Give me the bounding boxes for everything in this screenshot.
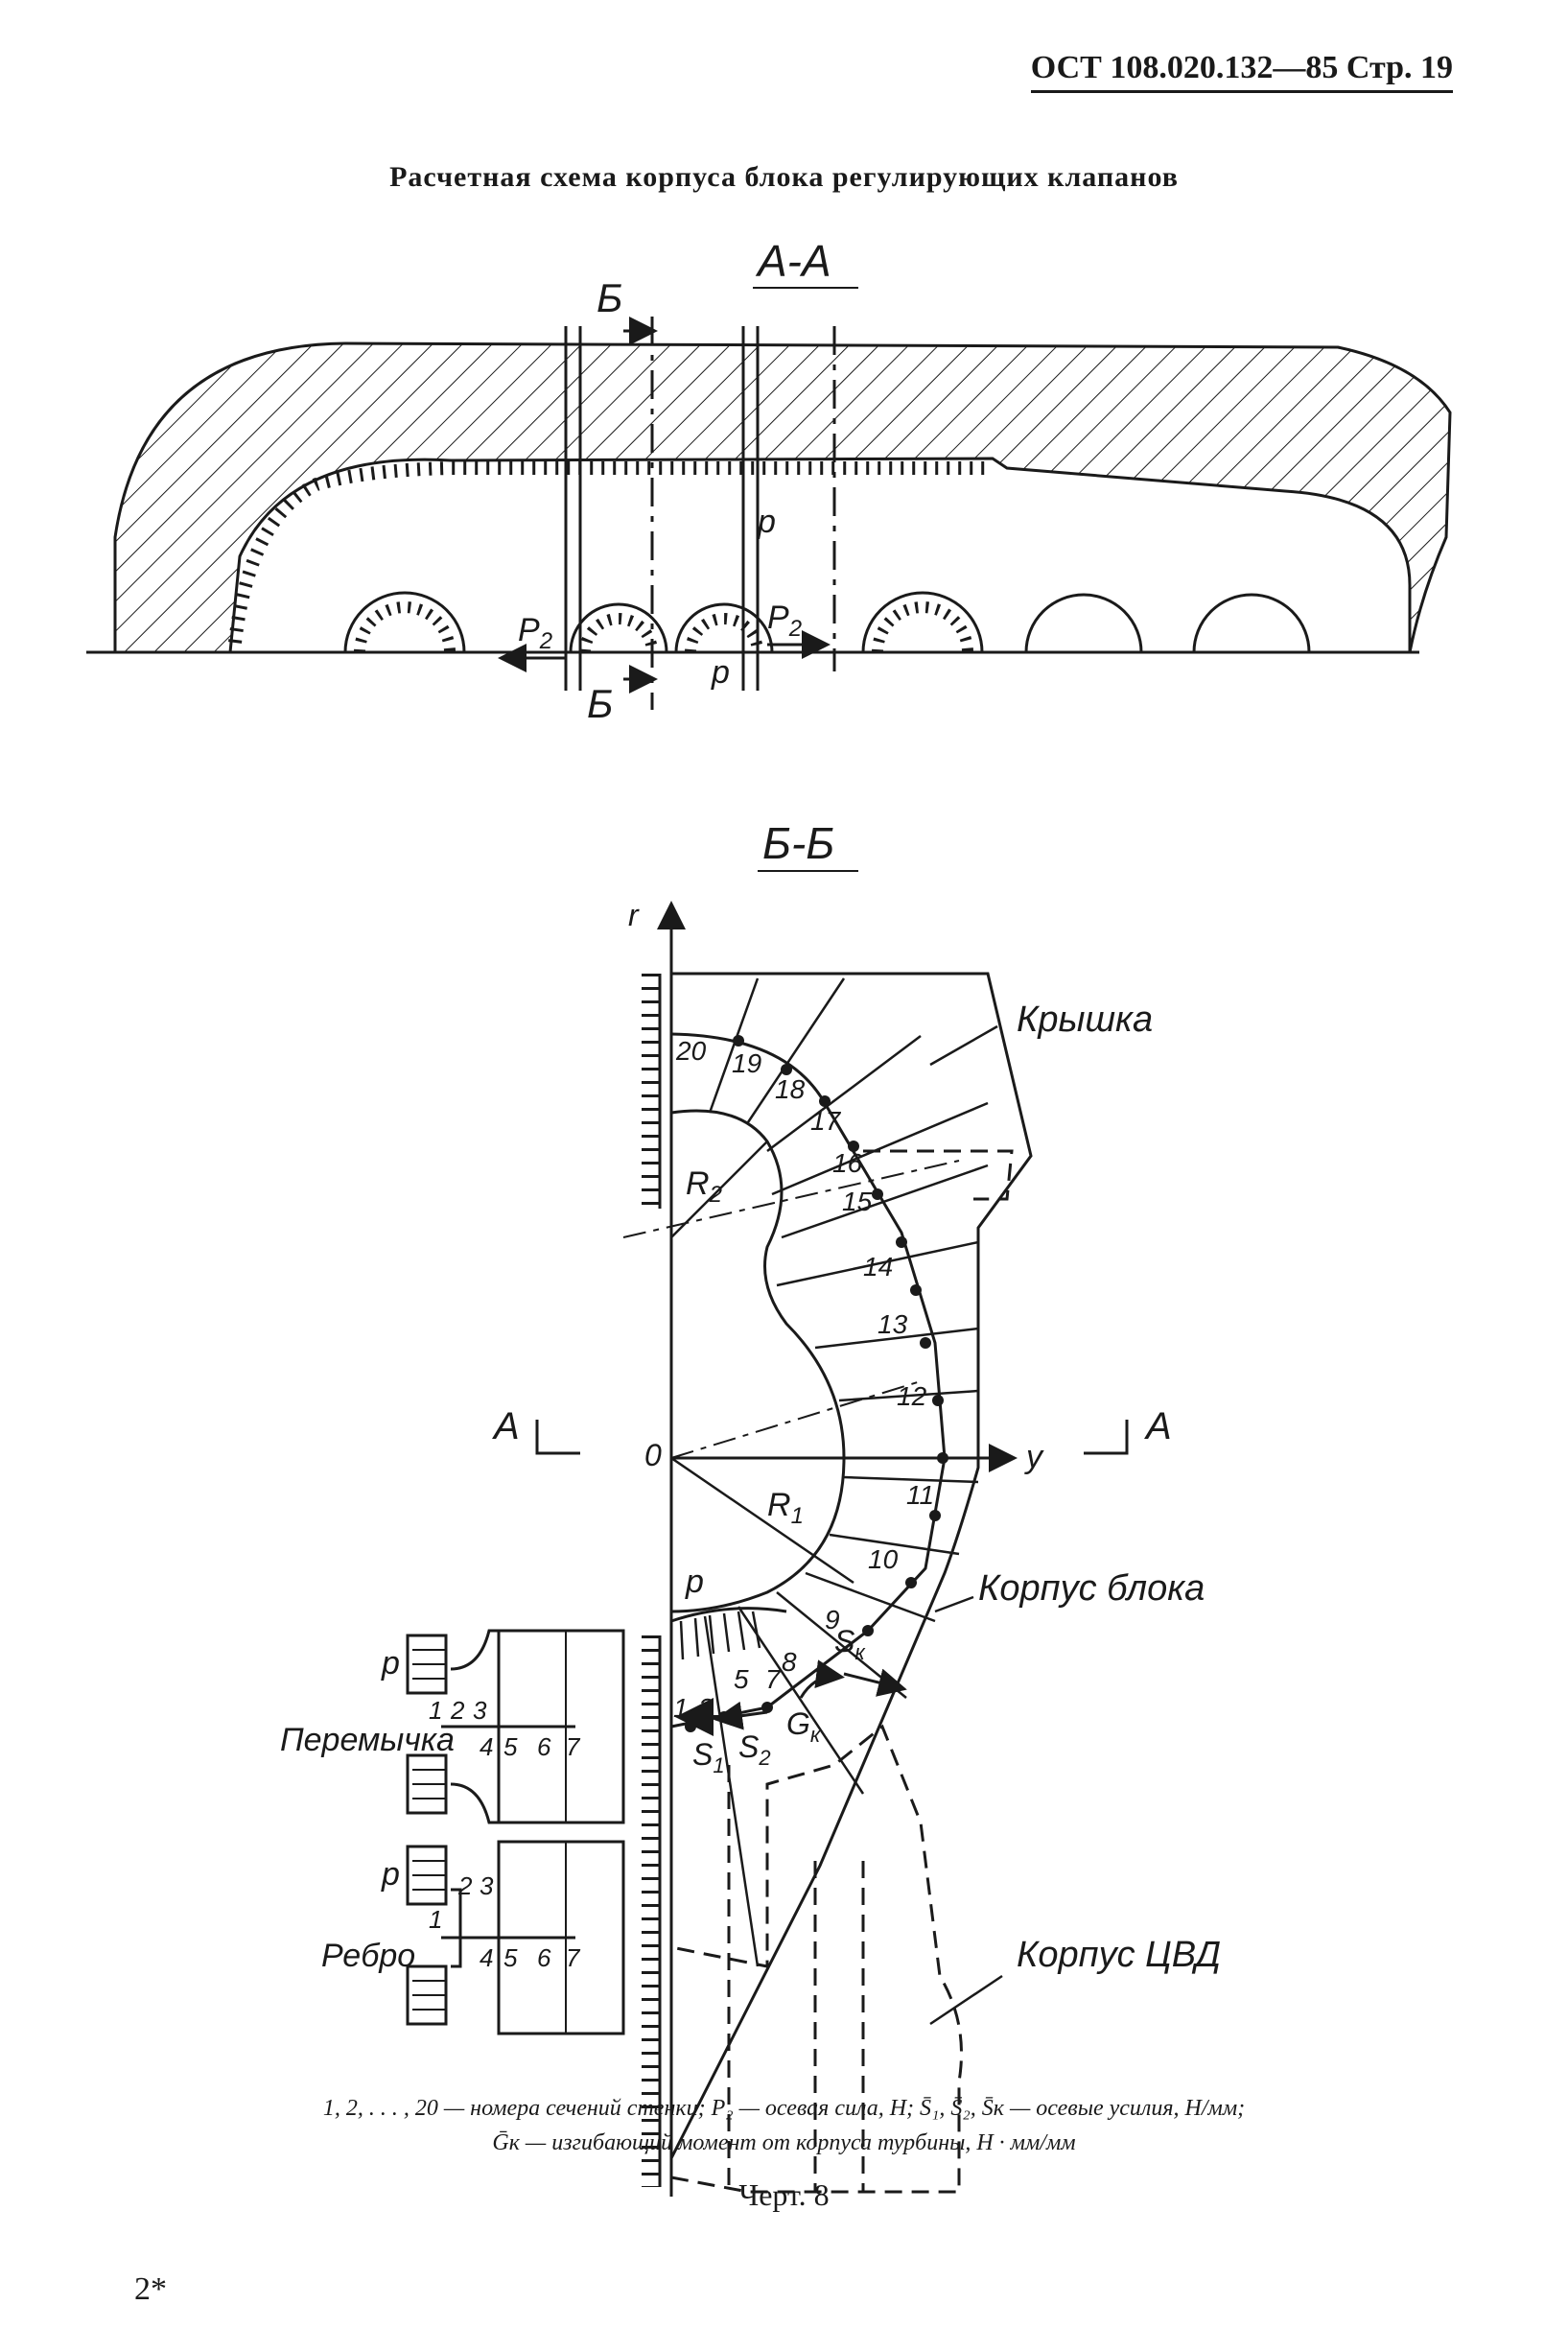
svg-text:3: 3	[480, 1871, 494, 1900]
svg-text:13: 13	[878, 1309, 908, 1339]
inset-rib: p Ребро 1 2 3 4 5 6 7	[321, 1840, 625, 2035]
svg-text:5: 5	[503, 1732, 518, 1761]
cover-callout	[929, 1024, 998, 1067]
section-aa-label: А-А	[755, 236, 831, 286]
block-body-label: Корпус блока	[978, 1568, 1205, 1609]
valve-seats	[343, 591, 1311, 653]
svg-text:14: 14	[863, 1252, 893, 1282]
svg-text:10: 10	[868, 1544, 899, 1574]
bridge-neck	[450, 1629, 499, 1824]
svg-text:1: 1	[429, 1905, 442, 1934]
caption-line-1: 1, 2, . . . , 20 — номера сечений стенки…	[322, 2096, 1246, 2121]
mid-surface	[670, 1032, 947, 1729]
svg-text:16: 16	[832, 1148, 863, 1178]
aa-pressure-label-bottom: p	[711, 654, 730, 691]
section-bb: Б-Б r y 0	[492, 818, 1221, 2197]
svg-text:7: 7	[765, 1664, 782, 1694]
moment-gk-label: Gк	[786, 1706, 822, 1747]
rib-pressure-label: p	[381, 1856, 400, 1893]
force-s1-label: S1	[692, 1737, 725, 1777]
aa-axial-force-right: P2	[767, 600, 802, 642]
svg-text:9: 9	[825, 1605, 840, 1635]
svg-text:17: 17	[810, 1106, 842, 1136]
bridge-number-labels: 1 2 3 4 5 6 7	[429, 1696, 581, 1761]
aa-axial-force-left: P2	[518, 612, 552, 654]
casing-wall-hatched	[113, 341, 1452, 654]
rib-number-labels: 1 2 3 4 5 6 7	[429, 1871, 581, 1972]
cut-mark-top: Б	[597, 275, 622, 320]
cavity-pressure-label: p	[685, 1564, 704, 1600]
hp-casing-dashed-verticals	[727, 1765, 865, 2192]
center-dash-r1	[670, 1380, 922, 1459]
figure-number: Черт. 8	[738, 2177, 830, 2212]
inset-bridge: p Перемычка 1 2 3 4 5 6 7	[280, 1629, 625, 1824]
caption-line-2: Ḡк — изгибающий момент от корпуса турбин…	[492, 2130, 1076, 2155]
force-s2-arrow	[714, 1701, 768, 1730]
page-mark: 2*	[134, 2271, 167, 2307]
force-sk-label: Sк	[834, 1624, 866, 1664]
cut-lines	[564, 317, 836, 710]
cover-dashed-outline	[863, 1149, 1014, 1201]
bridge-label: Перемычка	[280, 1722, 455, 1758]
bridge-pressure-arrows	[412, 1649, 446, 1799]
hp-casing-dashed-contour	[670, 1724, 963, 2194]
drawing-title: Расчетная схема корпуса блока регулирующ…	[389, 161, 1179, 193]
section-aa: А-А Б	[86, 236, 1452, 726]
svg-text:7: 7	[566, 1943, 581, 1972]
axis-y-label: y	[1024, 1439, 1044, 1475]
cut-mark-bottom: Б	[587, 681, 613, 726]
section-mark-a-right-line	[1084, 1420, 1129, 1455]
cavity-pressure-arc	[670, 1607, 787, 1623]
radius-r1-line	[670, 1456, 854, 1585]
cover-label: Крышка	[1017, 1000, 1153, 1040]
section-mark-a-right: A	[1144, 1405, 1172, 1447]
svg-text:19: 19	[732, 1048, 761, 1078]
hp-casing-label: Корпус ЦВД	[1017, 1935, 1221, 1975]
radius-r2-label: R2	[686, 1165, 722, 1208]
section-number-labels: 20 19 18 17 16 15 14 13 12 11 10 9 8 7 5…	[673, 1036, 934, 1723]
section-mark-a-left-line	[535, 1420, 580, 1455]
moment-gk-arc	[799, 1659, 845, 1699]
radius-r1-label: R1	[767, 1487, 804, 1529]
svg-text:2: 2	[457, 1871, 473, 1900]
svg-text:7: 7	[566, 1732, 581, 1761]
svg-text:8: 8	[782, 1647, 797, 1677]
svg-text:18: 18	[775, 1074, 806, 1104]
bridge-pressure-label: p	[381, 1645, 400, 1682]
svg-text:11: 11	[906, 1480, 934, 1510]
outer-contour	[669, 972, 1033, 2159]
document-code: ОСТ 108.020.132—85 Стр. 19	[1030, 50, 1453, 93]
rib-pressure-boxes	[406, 1845, 448, 2026]
svg-text:5: 5	[503, 1943, 518, 1972]
center-dash-r2	[622, 1160, 960, 1238]
svg-text:6: 6	[537, 1732, 551, 1761]
origin-label: 0	[644, 1438, 662, 1472]
axis-r-label: r	[628, 898, 640, 932]
svg-text:4: 4	[480, 1943, 493, 1972]
figure-caption: 1, 2, . . . , 20 — номера сечений стенки…	[77, 2091, 1491, 2160]
force-sk-arrow	[843, 1668, 907, 1697]
svg-text:20: 20	[675, 1036, 707, 1066]
section-mark-a-left: A	[492, 1405, 520, 1447]
svg-text:5: 5	[734, 1664, 749, 1694]
svg-text:6: 6	[537, 1943, 551, 1972]
svg-text:2: 2	[450, 1696, 465, 1725]
force-s2-label: S2	[738, 1729, 771, 1770]
radius-r2-line	[670, 1141, 768, 1238]
hp-casing-callout	[929, 1974, 1003, 2026]
svg-text:1: 1	[429, 1696, 442, 1725]
rib-pressure-arrows	[412, 1860, 446, 2011]
svg-text:4: 4	[480, 1732, 493, 1761]
section-bb-label: Б-Б	[762, 818, 834, 868]
rib-label: Ребро	[321, 1938, 415, 1974]
cavity-pressure-ticks	[228, 461, 988, 644]
cavity-pressure-arrows	[679, 1611, 761, 1660]
aa-pressure-label-top: p	[757, 504, 776, 540]
svg-text:15: 15	[842, 1187, 873, 1216]
block-body-callout	[934, 1595, 974, 1613]
svg-text:3: 3	[473, 1696, 487, 1725]
svg-text:12: 12	[897, 1381, 927, 1411]
